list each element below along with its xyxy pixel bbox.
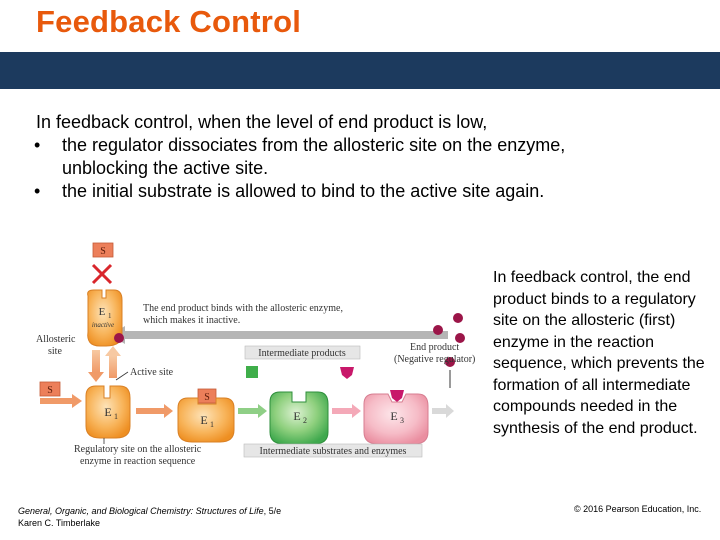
feedback-control-diagram: S E 1 inactive The end product binds wit…: [36, 242, 475, 467]
bullet-marker: •: [34, 181, 41, 201]
intermediate-products-label: Intermediate products: [258, 348, 346, 359]
equilibrium-arrows: [88, 346, 121, 382]
intermediate-substrates-label: Intermediate substrates and enzymes: [260, 446, 407, 457]
end-binds-label-1: The end product binds with the allosteri…: [143, 303, 343, 314]
bullet-marker: •: [34, 135, 41, 155]
svg-text:2: 2: [303, 416, 307, 425]
citation-book-title: General, Organic, and Biological Chemist…: [18, 506, 264, 516]
x-mark-icon: [91, 263, 113, 285]
enzyme-e2: E 2: [269, 391, 329, 445]
arrow-step-3: [332, 404, 361, 418]
svg-text:1: 1: [114, 412, 118, 421]
intro-text: In feedback control, when the level of e…: [36, 112, 488, 132]
enzyme-e1-substrate: S E 1: [177, 388, 235, 443]
svg-text:S: S: [47, 385, 53, 396]
citation-author: Karen C. Timberlake: [18, 518, 101, 528]
enzyme-e1-active: E 1: [85, 385, 131, 439]
regulatory-label-2: enzyme in reaction sequence: [80, 456, 196, 467]
side-explanation: In feedback control, the end product bin…: [493, 269, 705, 437]
allosteric-label-2: site: [48, 346, 62, 357]
end-product-label-1: End product: [410, 342, 459, 353]
enzyme-e3: E 3: [363, 390, 429, 445]
svg-text:E: E: [99, 306, 106, 318]
bullet-2-line-1: the initial substrate is allowed to bind…: [62, 181, 545, 201]
arrow-step-4: [432, 404, 454, 418]
copyright: © 2016 Pearson Education, Inc.: [574, 504, 702, 514]
bullet-item-1: • the regulator dissociates from the all…: [34, 134, 706, 180]
regulatory-label-1: Regulatory site on the allosteric: [74, 444, 202, 455]
arrow-step-1: [136, 404, 173, 418]
substrate-left: S: [39, 381, 61, 397]
svg-text:S: S: [204, 392, 210, 403]
end-product-label-2: (Negative regulator): [394, 354, 475, 365]
bullet-item-2: • the initial substrate is allowed to bi…: [34, 180, 706, 203]
arrow-step-2: [238, 404, 267, 418]
intermediate-product-2: [340, 367, 354, 379]
slide-title: Feedback Control: [36, 4, 302, 39]
substrate-top: S: [92, 242, 114, 258]
svg-text:S: S: [100, 246, 106, 257]
end-product-molecules: [433, 313, 465, 367]
intermediate-products-box: [244, 345, 361, 360]
bullet-1-line-1: the regulator dissociates from the allos…: [62, 135, 566, 155]
substrate-arrow: [40, 394, 82, 408]
svg-text:E: E: [200, 413, 207, 427]
svg-text:E: E: [390, 409, 397, 423]
enzyme-e1-inactive: E 1 inactive: [87, 289, 124, 347]
end-binds-label-2: which makes it inactive.: [143, 315, 240, 326]
intermediate-product-1: [246, 366, 258, 378]
bound-end-product: [114, 333, 124, 343]
svg-text:inactive: inactive: [92, 321, 114, 329]
bullet-1-line-2: unblocking the active site.: [62, 158, 269, 178]
svg-text:E: E: [293, 409, 300, 423]
citation: General, Organic, and Biological Chemist…: [18, 505, 281, 529]
intermediate-substrates-box: [243, 443, 423, 458]
svg-text:1: 1: [108, 312, 112, 320]
feedback-arrow: [110, 326, 448, 344]
allosteric-label-1: Allosteric: [36, 334, 76, 345]
citation-edition: , 5/e: [263, 506, 282, 516]
svg-text:1: 1: [210, 420, 214, 429]
title-bar: [0, 52, 720, 89]
active-site-label: Active site: [130, 367, 174, 378]
svg-text:E: E: [104, 405, 111, 419]
intro-block: In feedback control, when the level of e…: [34, 111, 706, 203]
svg-text:3: 3: [400, 416, 404, 425]
